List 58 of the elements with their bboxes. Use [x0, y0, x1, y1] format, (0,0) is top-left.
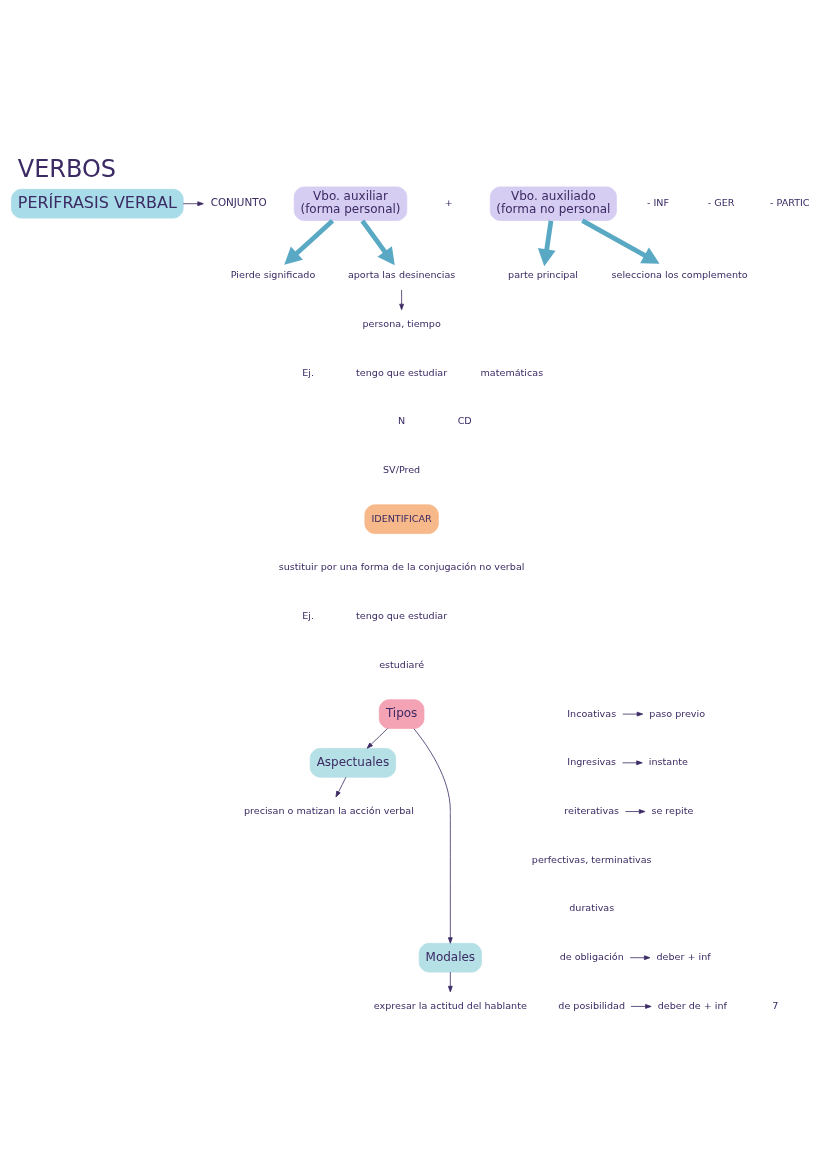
label: - INF	[647, 196, 670, 208]
arrow	[622, 711, 644, 716]
arrow	[581, 218, 660, 264]
arrow	[360, 218, 395, 265]
node-text: expresar la actitud del hablante	[373, 999, 527, 1011]
node-box: PERÍFRASIS VERBAL	[11, 188, 184, 218]
node-text: Incoativas	[567, 707, 617, 719]
arrow	[413, 727, 453, 944]
label: - GER	[707, 196, 735, 208]
arrow	[537, 219, 556, 266]
node-text: deber + inf	[656, 950, 711, 962]
node-box: Vbo. auxiliar (forma personal)	[293, 186, 408, 221]
label: perfectivas, terminativas	[531, 853, 652, 865]
node-text: precisan o matizan la acción verbal	[244, 804, 414, 816]
node-text: selecciona los complemento	[611, 268, 748, 280]
label: sustituir por una forma de la conjugación no verbal	[278, 560, 525, 572]
label: Ej.	[302, 609, 315, 621]
node-box: Vbo. auxiliado (forma no personal	[489, 186, 617, 221]
diagram-title: VERBOS	[17, 154, 117, 183]
arrow	[366, 727, 388, 749]
label: CD	[457, 414, 472, 426]
label: 7	[772, 999, 779, 1011]
label: tengo que estudiar	[356, 366, 448, 378]
arrow	[622, 759, 643, 765]
node-text: instante	[648, 755, 688, 767]
node-box: Modales	[418, 942, 482, 972]
node-text: aporta las desinencias	[347, 268, 456, 280]
node-text: de posibilidad	[558, 999, 626, 1011]
label: durativas	[569, 901, 615, 913]
node-box: Tipos	[378, 698, 425, 729]
node-text: se repite	[651, 804, 694, 816]
node-text: deber de + inf	[657, 999, 727, 1011]
label: +	[444, 196, 453, 208]
arrow	[629, 954, 651, 960]
node-text: CONJUNTO	[210, 195, 267, 208]
node-text: Pierde significado	[230, 268, 316, 280]
label: N	[398, 414, 406, 426]
arrow	[630, 1003, 652, 1009]
label: matemáticas	[480, 366, 544, 378]
node-text: reiterativas	[564, 804, 620, 816]
node-box: Aspectuales	[309, 747, 397, 778]
label: estudiaré	[379, 658, 425, 670]
node-text: parte principal	[508, 268, 578, 280]
node-text: persona, tiempo	[362, 317, 441, 329]
label: SV/Pred	[383, 463, 421, 475]
arrow	[448, 971, 453, 992]
arrow	[182, 200, 204, 206]
label: tengo que estudiar	[356, 609, 448, 621]
arrow	[625, 808, 646, 814]
node-text: de obligación	[559, 950, 624, 962]
node-text: paso previo	[649, 707, 706, 719]
arrow	[284, 218, 335, 265]
label: Ej.	[302, 366, 315, 378]
arrow	[335, 776, 347, 797]
label: - PARTIC	[770, 196, 810, 208]
node-text: Ingresivas	[567, 755, 617, 767]
label: IDENTIFICAR	[371, 512, 432, 524]
arrow	[399, 289, 404, 310]
